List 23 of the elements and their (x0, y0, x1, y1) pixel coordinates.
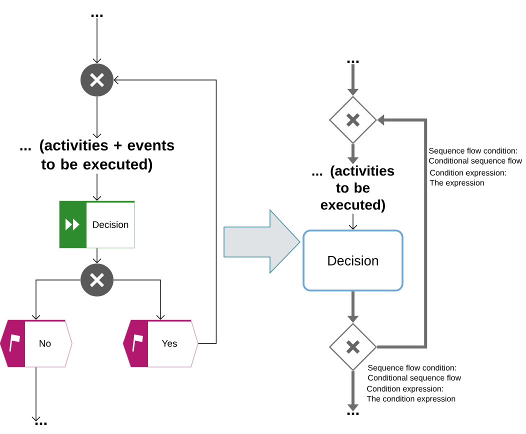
arrow (113, 280, 165, 320)
annotation: Sequence flow condition: Conditional sequence flow (368, 364, 462, 382)
step-text: ... (activities to be executed) (312, 165, 394, 213)
function-box: Decision (59, 200, 135, 248)
arrow (92, 248, 102, 264)
ellipsis: ... (347, 412, 359, 415)
arrow (32, 366, 40, 422)
event-hexagon: Yes (122, 320, 198, 368)
annotation: Condition expression: The expression (430, 170, 506, 188)
annotation: Sequence flow condition: Conditional sequence flow (429, 148, 522, 166)
ellipsis: ... (347, 60, 359, 63)
ellipsis: ... (35, 422, 47, 425)
ellipsis: ... (91, 14, 103, 17)
arrow (348, 213, 358, 230)
arrow (92, 96, 102, 138)
task-box: Decision (302, 230, 404, 292)
arrow (92, 173, 102, 201)
event-hexagon: No (0, 320, 72, 368)
arrow (114, 76, 217, 344)
annotation: Condition expression: The condition expression (366, 386, 456, 404)
arrow (92, 18, 102, 64)
step-text: ... (activities + events to be executed) (20, 140, 174, 172)
arrow (32, 280, 81, 320)
